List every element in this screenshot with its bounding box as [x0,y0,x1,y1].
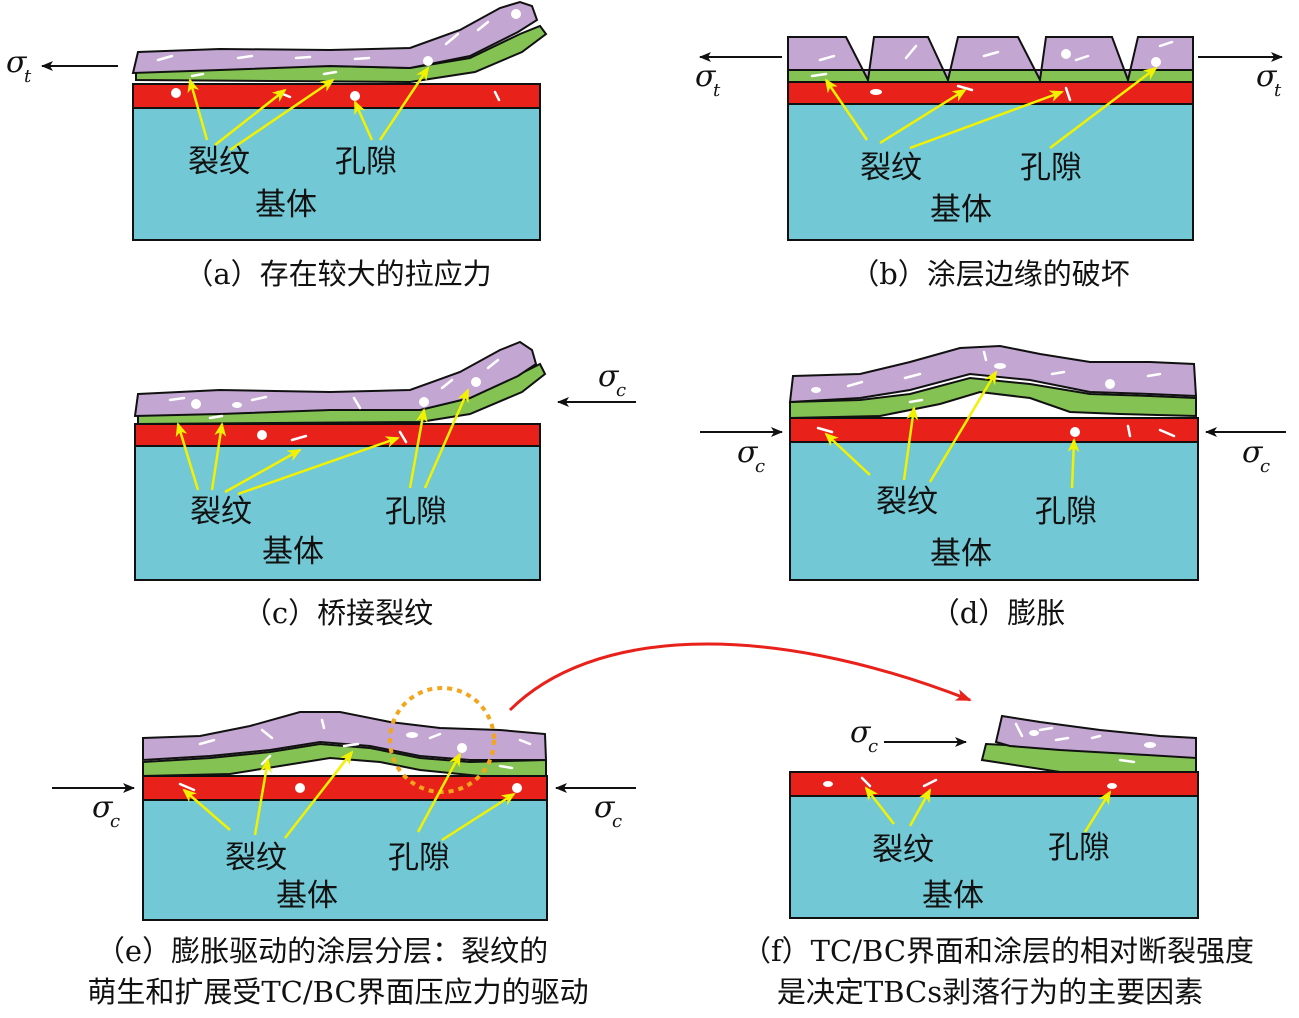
yellow-arrows [864,786,1112,833]
caption-a: （a）存在较大的拉应力 [184,257,491,291]
pores [295,732,522,793]
top-coat-layer [133,340,538,418]
pores [191,377,481,440]
cracks [810,40,1174,102]
sigma-symbol-right: σ [1242,435,1264,470]
sigma-subscript: t [24,66,32,87]
highlight-circle [388,686,496,794]
sigma-symbol-left: σ [695,59,717,94]
substrate-layer [132,107,541,241]
sigma-subscript-right: c [1260,456,1270,477]
substrate-layer [134,445,541,581]
sigma-symbol-right: σ [594,790,616,825]
panel-b: 裂纹 孔隙 基体 σ t σ t （b）涂层边缘的破坏 [695,36,1283,291]
panel-d: 裂纹 孔隙 基体 σ c σ c （d）膨胀 [700,344,1286,630]
cracks [860,722,1136,788]
substrate-layer [789,795,1199,919]
top-coat-layer [142,711,548,762]
cracks [816,350,1176,438]
sigma-subscript: c [868,736,878,757]
pore-label: 孔隙 [1048,830,1110,866]
pore-label: 孔隙 [335,144,397,180]
top-coat-layer [131,0,539,75]
crack-label: 裂纹 [876,484,938,520]
pores [811,363,1115,437]
bond-coat-layer [142,775,548,801]
yellow-arrows [824,66,1158,150]
cracks [168,358,500,444]
pores [870,49,1161,95]
caption-d: （d）膨胀 [931,596,1066,630]
bond-coat-layer [132,83,541,109]
sigma-subscript-right: t [1274,80,1282,101]
panel-a: 裂纹 孔隙 基体 σ t （a）存在较大的拉应力 [6,0,548,291]
crack-label: 裂纹 [190,494,252,530]
caption-e-line2: 萌生和扩展受TC/BC界面压应力的驱动 [87,975,588,1009]
transfer-arrow [508,642,972,712]
yellow-arrows [175,388,470,496]
pore-label: 孔隙 [388,840,450,876]
panel-f: 裂纹 孔隙 基体 σ c （f）TC/BC界面和涂层的相对断裂强度 是决定TBC… [742,714,1254,1009]
sigma-symbol-right: σ [1256,59,1278,94]
sigma-symbol: σ [850,715,872,750]
pores [171,9,521,101]
sigma-symbol-left: σ [737,435,759,470]
substrate-layer [787,103,1194,241]
substrate-label: 基体 [930,192,992,228]
pore-label: 孔隙 [385,494,447,530]
bond-coat-layer [134,423,541,447]
sigma-subscript: c [616,380,626,401]
caption-f-line2: 是决定TBCs剥落行为的主要因素 [777,975,1203,1009]
sigma-subscript-left: c [755,456,765,477]
caption-f-line1: （f）TC/BC界面和涂层的相对断裂强度 [742,934,1254,968]
substrate-label: 基体 [255,187,317,223]
caption-c: （c）桥接裂纹 [243,596,433,630]
sigma-symbol: σ [6,45,28,80]
crack-label: 裂纹 [872,832,934,868]
sigma-subscript-left: t [713,80,721,101]
pore-label: 孔隙 [1020,150,1082,186]
panel-c: 裂纹 孔隙 基体 σ c （c）桥接裂纹 [133,340,636,630]
yellow-arrows [824,370,1080,489]
caption-b: （b）涂层边缘的破坏 [850,257,1130,291]
pores [823,730,1156,789]
tgo-layer [789,376,1197,420]
crack-label: 裂纹 [225,840,287,876]
substrate-label: 基体 [276,878,338,914]
tgo-layer [787,69,1194,83]
top-coat-layer [787,36,1194,84]
pore-label: 孔隙 [1035,494,1097,530]
yellow-arrows [182,750,516,842]
substrate-layer [142,799,548,921]
sigma-symbol: σ [598,359,620,394]
substrate-label: 基体 [922,878,984,914]
substrate-label: 基体 [930,536,992,572]
sigma-subscript-right: c [612,811,622,832]
caption-e-line1: （e）膨胀驱动的涂层分层：裂纹的 [96,934,548,968]
yellow-arrows [187,66,430,152]
panel-e: 裂纹 孔隙 基体 σ c σ c （e）膨胀驱动的涂层分层：裂纹的 萌生和扩展受… [52,686,636,1009]
sigma-subscript-left: c [110,811,120,832]
bond-coat-layer [789,771,1199,797]
substrate-layer [789,441,1199,581]
crack-label: 裂纹 [860,150,922,186]
sigma-symbol-left: σ [92,790,114,825]
crack-label: 裂纹 [188,144,250,180]
bond-coat-layer [789,417,1199,443]
substrate-label: 基体 [262,534,324,570]
